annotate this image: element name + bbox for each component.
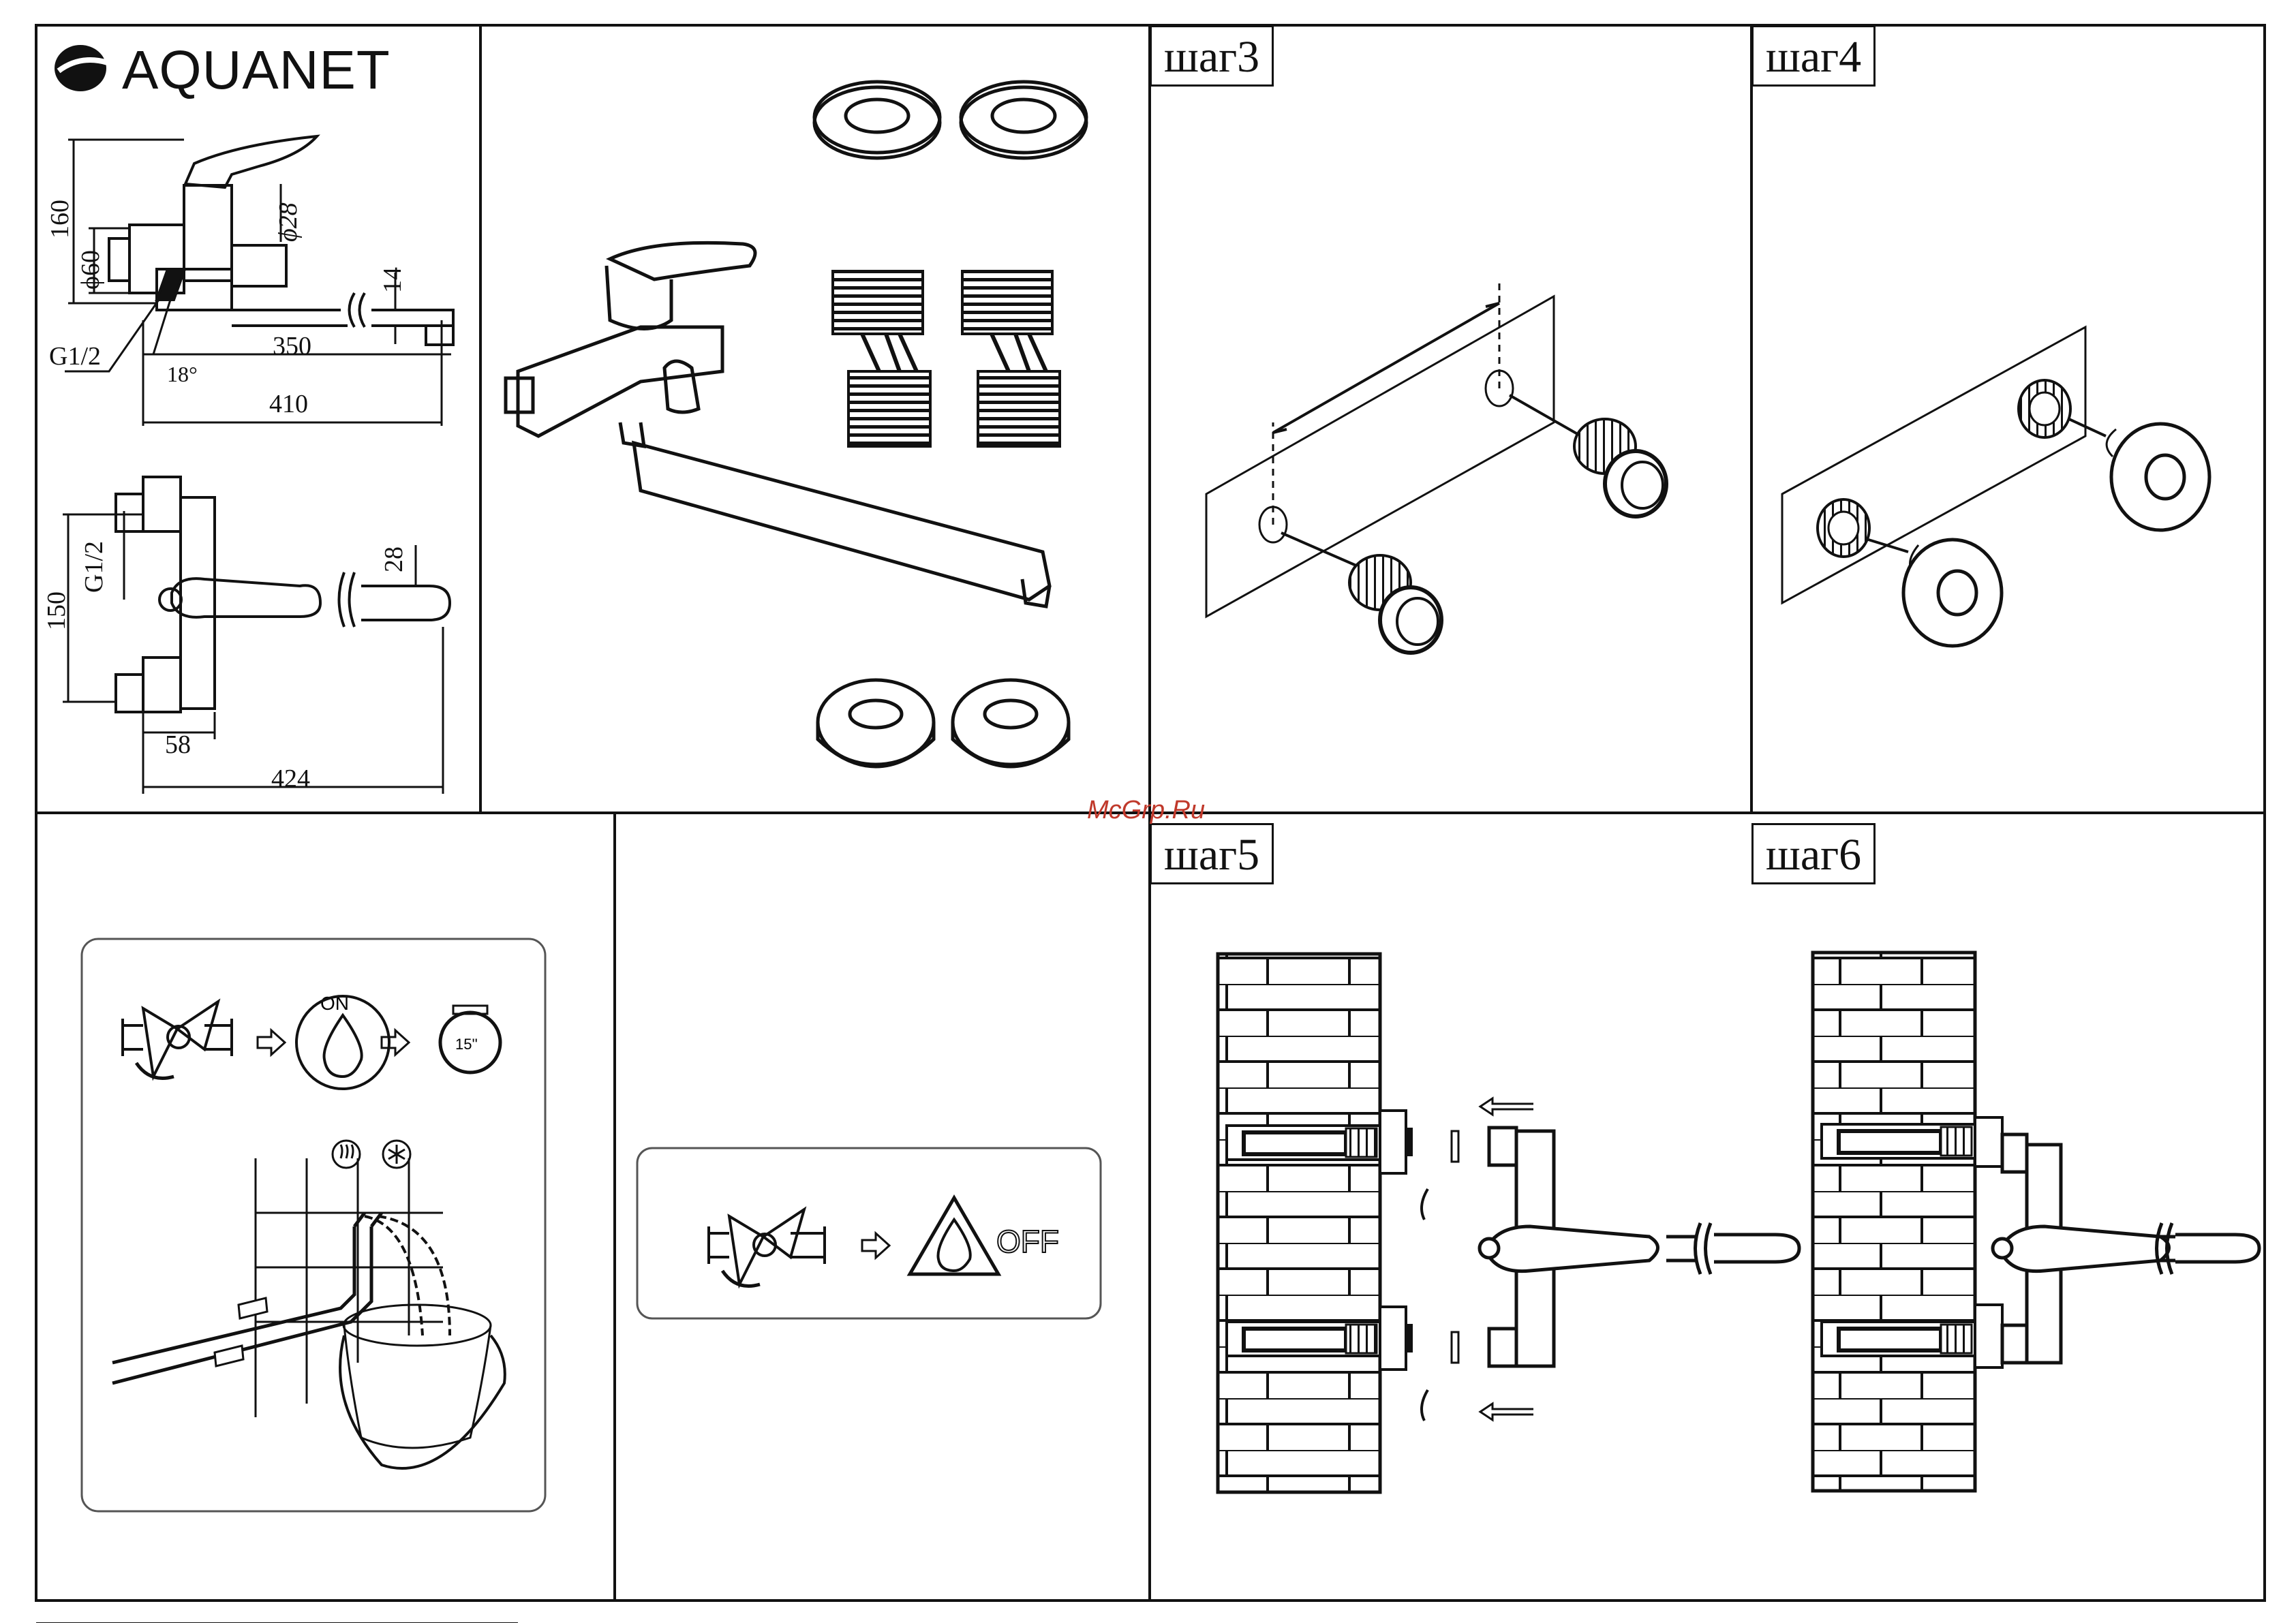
step-label-5: шаг5 [1150,823,1274,884]
water-off-label: OFF [996,1224,1059,1259]
watermark: McGrp.Ru [1087,796,1205,825]
arrow-right-icon [258,1030,285,1055]
dim-offset: 58 [165,730,191,759]
step-label-3: шаг3 [1150,25,1274,87]
step3-adapter-upper [1574,419,1666,516]
dim-height-total: 160 [46,200,74,238]
valve-close-icon [709,1209,825,1286]
step-label-6: шаг6 [1751,823,1876,884]
dim-front-thread: G1/2 [80,541,108,593]
dim-diameter-body: ϕ28 [274,202,303,242]
decorative-flanges [818,680,1069,767]
rubber-washers-top [814,82,1086,158]
arrow-right-icon [382,1030,409,1055]
brand-logo-icon [55,45,108,91]
dim-diameter-flange: ϕ60 [76,250,105,290]
brand-name: AQUANET [122,39,391,102]
faucet-front-drawing [63,477,450,794]
step5-faucet [1480,1128,1799,1366]
step-label-4: шаг4 [1751,25,1876,87]
dim-spout-height: 14 [378,267,407,293]
step6-brick-wall [1813,953,2002,1491]
step4-flanges [1903,424,2209,646]
step3-adapter-lower [1349,555,1441,653]
step4-adapter-upper [2019,380,2070,437]
step4-adapter-lower [1818,499,1869,557]
timer-icon: 15'' [440,1006,500,1072]
eccentric-adapters [833,271,1060,446]
dim-spout-reach: 350 [273,332,311,360]
water-on-icon: ON [296,993,389,1089]
timer-label: 15'' [455,1036,478,1053]
dim-thread: G1/2 [49,342,101,371]
dim-overall-length: 410 [269,390,308,418]
dim-center-distance: 150 [42,591,71,630]
arrow-right-icon [862,1233,889,1258]
brand-logo: AQUANET [112,40,391,101]
dim-handle-height: 28 [380,546,408,572]
step6-faucet [1993,1134,2259,1363]
step5-brick-wall [1218,954,1413,1492]
dim-front-overall-length: 424 [271,764,310,793]
valve-open-icon [123,1002,232,1079]
hot-cold-icons [333,1141,410,1168]
flushing-bucket-illustration [112,1158,505,1468]
water-off-icon: OFF [910,1198,1059,1274]
dim-angle: 18° [167,362,198,386]
